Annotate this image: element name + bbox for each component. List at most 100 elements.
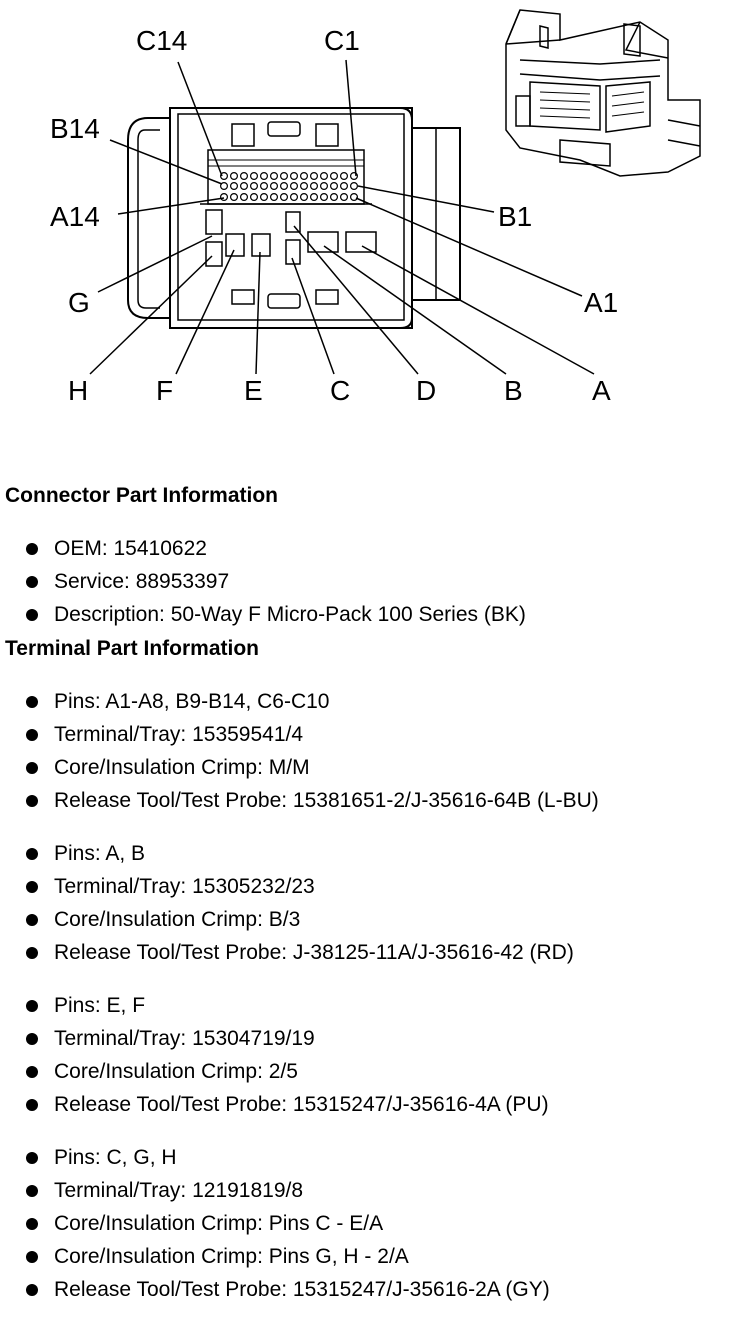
list-item: Core/Insulation Crimp: B/3: [26, 903, 736, 936]
pin-label-c: C: [330, 375, 350, 406]
connector-info-list: OEM: 15410622 Service: 88953397 Descript…: [0, 532, 736, 631]
bullet-icon: [26, 1000, 38, 1012]
list-item: Pins: C, G, H: [26, 1141, 736, 1174]
terminal-group-1: Pins: A1-A8, B9-B14, C6-C10 Terminal/Tra…: [0, 685, 736, 817]
pin-hole: [330, 193, 339, 202]
pin-hole: [230, 193, 239, 202]
list-item: Core/Insulation Crimp: M/M: [26, 751, 736, 784]
pin-hole: [290, 193, 299, 202]
terminal-section-title: Terminal Part Information: [5, 637, 259, 660]
pin-hole: [240, 193, 249, 202]
list-item: Service: 88953397: [26, 565, 736, 598]
list-item: Terminal/Tray: 12191819/8: [26, 1174, 736, 1207]
list-item: Description: 50-Way F Micro-Pack 100 Ser…: [26, 598, 736, 631]
pin-label-c1: C1: [324, 25, 360, 56]
pin-label-h: H: [68, 375, 88, 406]
bullet-icon: [26, 1099, 38, 1111]
list-item: Core/Insulation Crimp: Pins C - E/A: [26, 1207, 736, 1240]
bullet-icon: [26, 795, 38, 807]
pin-hole: [230, 172, 239, 181]
pin-hole: [260, 182, 269, 191]
pin-hole: [290, 172, 299, 181]
bullet-icon: [26, 1152, 38, 1164]
bullet-icon: [26, 609, 38, 621]
pin-hole: [260, 172, 269, 181]
connector-isometric-view: [505, 9, 701, 177]
pin-hole: [300, 182, 309, 191]
list-item: Core/Insulation Crimp: 2/5: [26, 1055, 736, 1088]
connector-section-title: Connector Part Information: [5, 484, 279, 507]
connector-face: [127, 107, 461, 329]
bullet-icon: [26, 576, 38, 588]
pin-hole: [310, 182, 319, 191]
terminal-group-3: Pins: E, F Terminal/Tray: 15304719/19 Co…: [0, 989, 736, 1121]
list-item: Pins: A, B: [26, 837, 736, 870]
pin-hole: [290, 182, 299, 191]
pin-hole: [240, 172, 249, 181]
pin-hole: [340, 172, 349, 181]
pin-hole: [310, 172, 319, 181]
pin-hole: [280, 172, 289, 181]
pin-hole: [230, 182, 239, 191]
pin-label-d: D: [416, 375, 436, 406]
list-item: Release Tool/Test Probe: 15381651-2/J-35…: [26, 784, 736, 817]
pin-label-e: E: [244, 375, 263, 406]
pin-hole: [250, 182, 259, 191]
pin-hole: [310, 193, 319, 202]
list-item: Pins: E, F: [26, 989, 736, 1022]
pin-hole: [350, 193, 359, 202]
pin-hole: [260, 193, 269, 202]
pin-hole: [320, 182, 329, 191]
bullet-icon: [26, 1218, 38, 1230]
pin-label-b: B: [504, 375, 523, 406]
bullet-icon: [26, 1066, 38, 1078]
bullet-icon: [26, 1284, 38, 1296]
pin-hole: [300, 193, 309, 202]
pin-hole: [270, 193, 279, 202]
pin-hole: [270, 172, 279, 181]
pin-holes: [220, 172, 359, 202]
list-item: Release Tool/Test Probe: 15315247/J-3561…: [26, 1273, 736, 1306]
pin-label-g: G: [68, 287, 90, 318]
bullet-icon: [26, 696, 38, 708]
bullet-icon: [26, 1185, 38, 1197]
pin-hole: [330, 182, 339, 191]
part-information: Connector Part Information OEM: 15410622…: [0, 478, 736, 1306]
pin-hole: [330, 172, 339, 181]
pin-label-c14: C14: [136, 25, 187, 56]
bullet-icon: [26, 947, 38, 959]
pin-label-a1: A1: [584, 287, 618, 318]
list-item: Pins: A1-A8, B9-B14, C6-C10: [26, 685, 736, 718]
list-item: Release Tool/Test Probe: J-38125-11A/J-3…: [26, 936, 736, 969]
list-item: Terminal/Tray: 15359541/4: [26, 718, 736, 751]
pin-hole: [220, 182, 229, 191]
list-item: Terminal/Tray: 15304719/19: [26, 1022, 736, 1055]
list-item: Terminal/Tray: 15305232/23: [26, 870, 736, 903]
bullet-icon: [26, 881, 38, 893]
pin-hole: [320, 172, 329, 181]
terminal-group-2: Pins: A, B Terminal/Tray: 15305232/23 Co…: [0, 837, 736, 969]
bullet-icon: [26, 543, 38, 555]
pin-hole: [240, 182, 249, 191]
pin-hole: [350, 172, 359, 181]
pin-hole: [300, 172, 309, 181]
bullet-icon: [26, 1033, 38, 1045]
pin-labels: C14 C1 B14 A14 B1 A1 G H F E C D B A: [50, 25, 618, 406]
pin-hole: [250, 193, 259, 202]
bullet-icon: [26, 762, 38, 774]
bullet-icon: [26, 729, 38, 741]
leader-lines: [89, 59, 595, 375]
list-item: Core/Insulation Crimp: Pins G, H - 2/A: [26, 1240, 736, 1273]
list-item: OEM: 15410622: [26, 532, 736, 565]
connector-diagram: C14 C1 B14 A14 B1 A1 G H F E C D B A: [50, 9, 701, 406]
bullet-icon: [26, 848, 38, 860]
bullet-icon: [26, 1251, 38, 1263]
pin-label-b1: B1: [498, 201, 532, 232]
terminal-group-4: Pins: C, G, H Terminal/Tray: 12191819/8 …: [0, 1141, 736, 1306]
pin-label-f: F: [156, 375, 173, 406]
pin-hole: [340, 193, 349, 202]
pin-hole: [220, 172, 229, 181]
bullet-icon: [26, 914, 38, 926]
pin-hole: [250, 172, 259, 181]
pin-hole: [270, 182, 279, 191]
